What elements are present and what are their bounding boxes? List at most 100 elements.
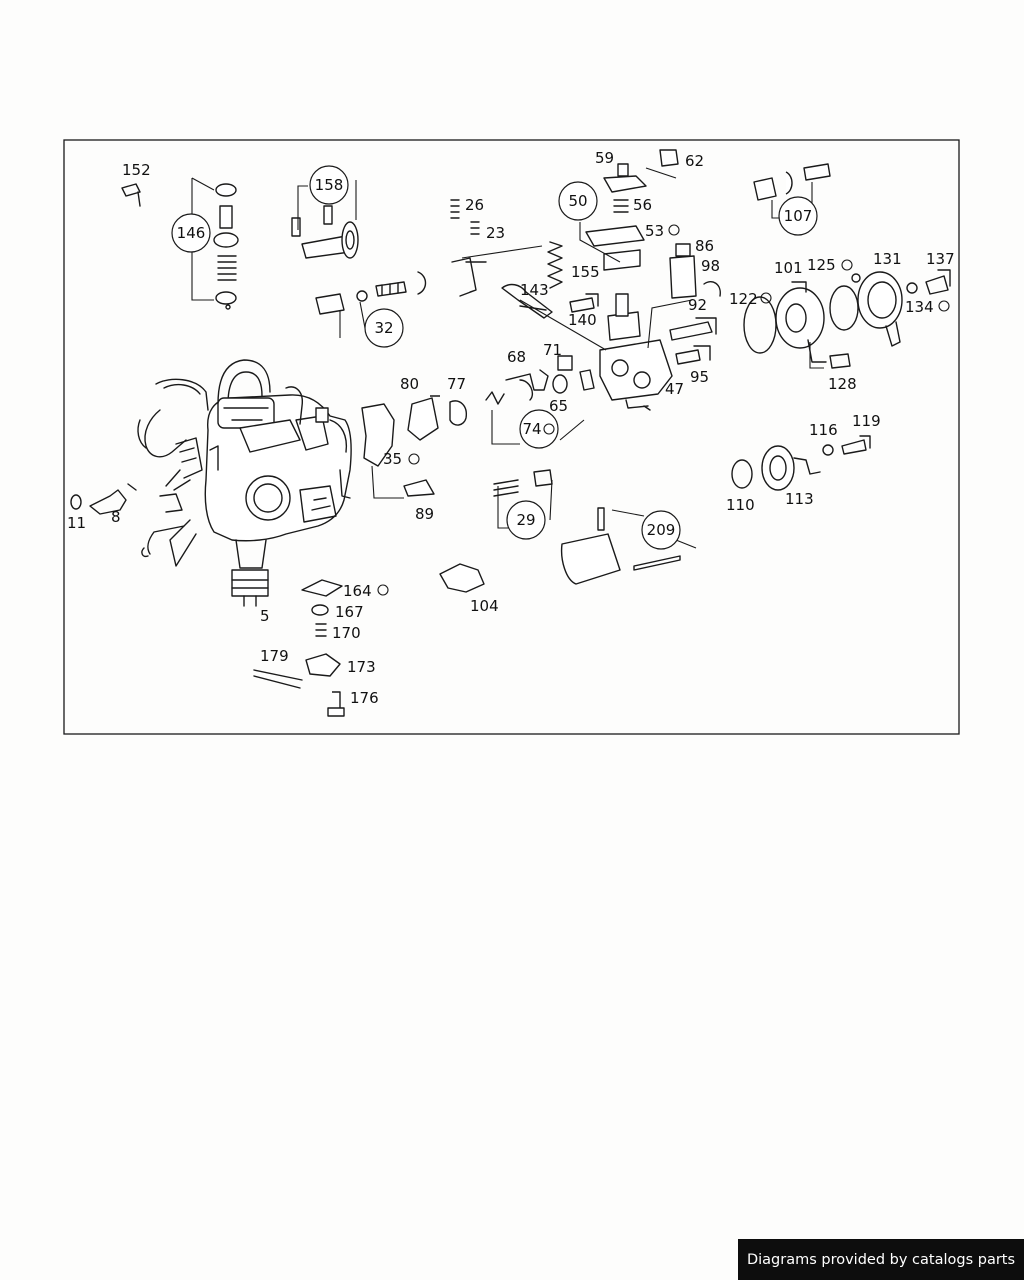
callout-116-label: 116: [809, 421, 838, 439]
callout-176-label: 176: [350, 689, 379, 707]
callout-47: 47: [665, 380, 684, 398]
callout-5: 5: [260, 607, 270, 625]
callout-26-label: 26: [465, 196, 484, 214]
part-80-drawing: [407, 395, 440, 441]
callout-155-label: 155: [571, 263, 600, 281]
callout-89: 89: [415, 505, 434, 523]
callout-119-label: 119: [852, 412, 881, 430]
callout-110-label: 110: [726, 496, 755, 514]
part-155-drawing: [547, 241, 563, 289]
part-92-drawing: [669, 317, 717, 341]
callout-50-label: 50: [568, 192, 587, 210]
callout-8: 8: [111, 508, 121, 526]
callout-167: 167: [335, 603, 364, 621]
callout-104-label: 104: [470, 597, 499, 615]
callout-56-label: 56: [633, 196, 652, 214]
part-101-drawing: [743, 281, 859, 363]
callout-209: 209: [641, 510, 681, 550]
callout-116: 116: [809, 421, 838, 439]
part-95-drawing: [675, 345, 711, 365]
callout-125: 125: [807, 256, 853, 274]
callout-104: 104: [470, 597, 499, 615]
part-8-drawing: [89, 483, 137, 515]
callout-92: 92: [688, 296, 707, 314]
part-29-drawing: [493, 469, 553, 497]
part-158-drawing: [291, 205, 359, 259]
callout-122: 122: [729, 290, 772, 308]
callout-98-label: 98: [701, 257, 720, 275]
part-77-drawing: [449, 400, 467, 426]
part-131-drawing: [851, 271, 903, 347]
part-146-drawing: [213, 183, 239, 310]
diagram-frame: [63, 139, 960, 735]
callout-158-label: 158: [315, 176, 344, 194]
part-56-drawing: [613, 199, 629, 213]
callout-209-circle: [641, 510, 681, 550]
part-128-drawing: [829, 353, 851, 369]
callout-74-circle: [519, 409, 559, 449]
callout-77: 77: [447, 375, 466, 393]
callout-134-label: 134: [905, 298, 934, 316]
part-179-drawing: [253, 669, 303, 689]
part-119-drawing: [841, 435, 871, 455]
callout-74: 74: [519, 409, 559, 449]
callouts: 152 146 158 32 26 23 59 62 50 56 53 86 9…: [67, 149, 955, 707]
callout-68: 68: [507, 348, 526, 366]
callout-32-circle: [364, 308, 404, 348]
part-68-drawing: [505, 369, 549, 391]
callout-62: 62: [685, 152, 704, 170]
callout-140-label: 140: [568, 311, 597, 329]
part-134-drawing: [906, 282, 918, 294]
callout-152-label: 152: [122, 161, 151, 179]
part-164-drawing: [301, 579, 343, 597]
callout-122-label: 122: [729, 290, 758, 308]
callout-32-label: 32: [374, 319, 393, 337]
callout-155: 155: [571, 263, 600, 281]
part-35-drawing: [361, 403, 395, 467]
callout-170-label: 170: [332, 624, 361, 642]
callout-47-label: 47: [665, 380, 684, 398]
part-110-drawing: [731, 459, 753, 489]
part-59-drawing: [603, 163, 647, 193]
callout-113: 113: [785, 490, 814, 508]
part-140-drawing: [569, 293, 599, 313]
callout-152: 152: [122, 161, 151, 179]
callout-95: 95: [690, 368, 709, 386]
part-137-drawing: [925, 269, 951, 295]
part-116-drawing: [822, 444, 834, 456]
callout-140: 140: [568, 311, 597, 329]
callout-209-label: 209: [647, 521, 676, 539]
callout-128-label: 128: [828, 375, 857, 393]
part-170-drawing: [315, 623, 327, 637]
callout-68-label: 68: [507, 348, 526, 366]
callout-29-circle: [506, 500, 546, 540]
part-lever-drawing: [451, 257, 487, 297]
callout-110: 110: [726, 496, 755, 514]
callout-107-circle: [778, 196, 818, 236]
part-107-drawing: [753, 163, 831, 201]
part-173-drawing: [305, 653, 341, 677]
callout-137: 137: [926, 250, 955, 268]
callout-98: 98: [701, 257, 720, 275]
footer-credit-text: Diagrams provided by catalogs parts: [746, 1251, 1016, 1268]
part-62-drawing: [659, 149, 679, 167]
callout-170: 170: [332, 624, 361, 642]
callout-113-label: 113: [785, 490, 814, 508]
callout-50: 50: [558, 181, 598, 221]
part-23-drawing: [470, 221, 480, 235]
part-71-drawing: [557, 355, 573, 371]
part-104-drawing: [439, 563, 485, 593]
callout-176: 176: [350, 689, 379, 707]
callout-80-label: 80: [400, 375, 419, 393]
part-drawings: [70, 149, 951, 717]
part-113-drawing: [761, 445, 821, 491]
callout-137-label: 137: [926, 250, 955, 268]
part-89-drawing: [403, 479, 435, 497]
part-167-drawing: [311, 604, 329, 616]
callout-164-marker: [377, 584, 389, 596]
callout-143-label: 143: [520, 281, 549, 299]
callout-71: 71: [543, 341, 562, 359]
callout-35: 35: [383, 450, 420, 468]
callout-86: 86: [695, 237, 714, 255]
